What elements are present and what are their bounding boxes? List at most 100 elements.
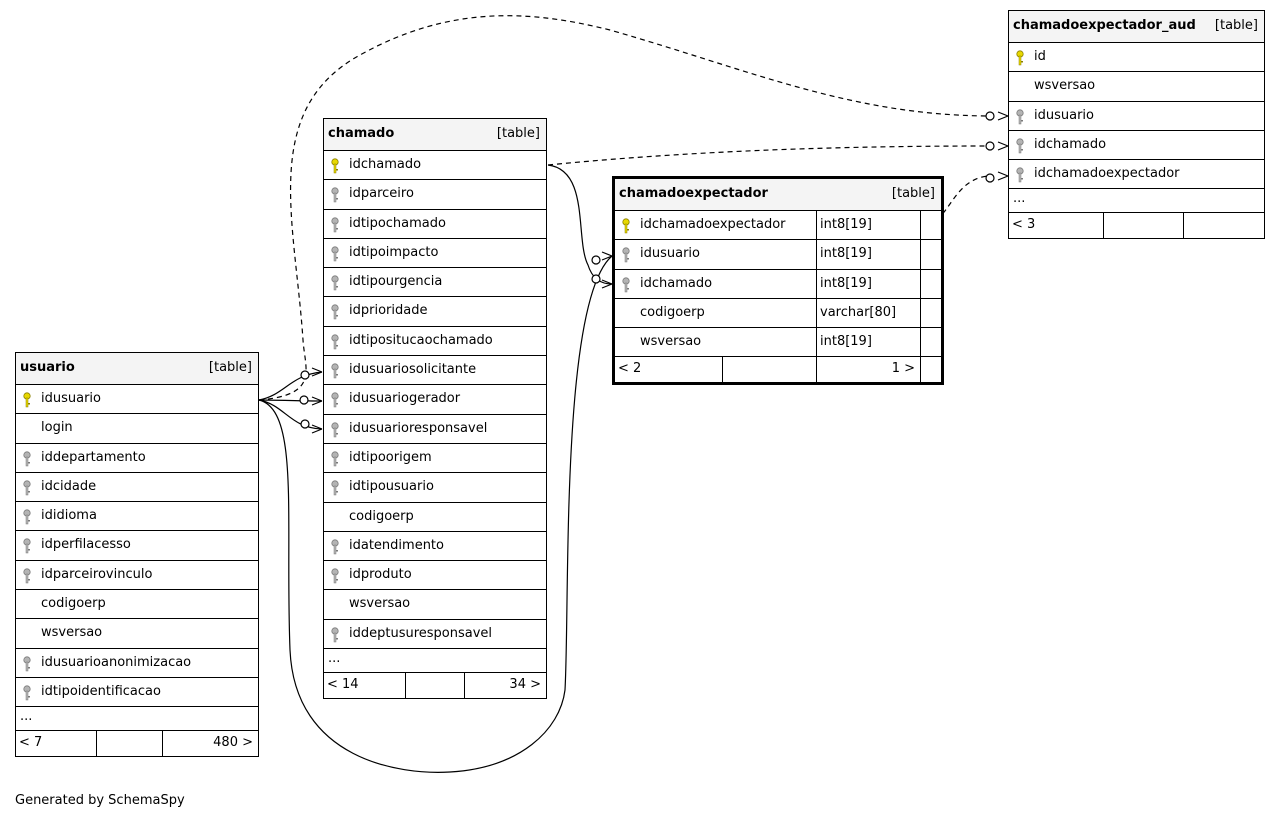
column-row[interactable]: idatendimento	[324, 532, 546, 562]
table-footer: < 14 34 >	[324, 673, 546, 699]
footer-blank	[1104, 213, 1184, 239]
column-type: int8[19]	[816, 269, 920, 298]
column-row[interactable]: idtipourgencia	[324, 268, 546, 298]
column-row[interactable]: idcidade	[16, 473, 258, 503]
column-row[interactable]: idusuariosolicitante	[324, 356, 546, 386]
column-row[interactable]: wsversao	[16, 619, 258, 649]
link-usuario-responsavel	[258, 399, 323, 430]
children-count: < 2	[615, 357, 723, 383]
table-type: [table]	[208, 360, 252, 375]
column-row[interactable]: id	[1009, 43, 1264, 73]
column-row[interactable]: codigoerp	[324, 503, 546, 532]
column-row[interactable]: idusuariogerador	[324, 385, 546, 415]
column-row[interactable]: wsversao	[324, 590, 546, 620]
column-row[interactable]: codigoerp varchar[80]	[615, 298, 941, 329]
link-usuario-solicitante	[258, 371, 323, 401]
link-expectador-aud	[919, 175, 989, 227]
footer-blank	[723, 357, 817, 383]
column-row[interactable]: idusuario int8[19]	[615, 240, 941, 270]
column-name: idparceirovinculo	[41, 566, 153, 582]
link-chamado-aud	[547, 145, 989, 166]
column-name: idproduto	[349, 567, 412, 583]
column-name: idtipositucaochamado	[349, 332, 493, 348]
column-name: idusuario	[41, 391, 101, 406]
column-name: login	[41, 420, 73, 436]
column-row[interactable]: idtipoimpacto	[324, 239, 546, 269]
column-row[interactable]: ididioma	[16, 502, 258, 532]
table-type: [table]	[891, 186, 935, 201]
column-row[interactable]: iddeptusuresponsavel	[324, 620, 546, 650]
table-name: chamadoexpectador_aud	[1013, 18, 1196, 33]
column-name: idtipoimpacto	[349, 244, 439, 260]
children-count: < 14	[324, 673, 406, 699]
column-name: idcidade	[41, 478, 97, 494]
column-name: idtipoidentificacao	[41, 683, 161, 699]
column-row[interactable]: idusuario	[1009, 102, 1264, 131]
table-header: chamadoexpectador [table]	[615, 179, 941, 211]
column-name: iddepartamento	[41, 449, 146, 465]
column-row[interactable]: idusuarioresponsavel	[324, 415, 546, 444]
table-chamadoexpectador[interactable]: chamadoexpectador [table] idchamadoexpec…	[612, 176, 944, 386]
link-chamado-expectador	[547, 164, 613, 285]
column-row[interactable]: idchamado	[324, 151, 546, 181]
column-row[interactable]: codigoerp	[16, 590, 258, 620]
column-name: idatendimento	[349, 537, 444, 553]
crowfoot-markers	[299, 111, 1009, 434]
more-columns: ...	[1009, 189, 1264, 214]
column-extra	[920, 328, 941, 357]
column-row[interactable]: idprioridade	[324, 297, 546, 327]
column-row[interactable]: login	[16, 414, 258, 444]
column-row[interactable]: idchamado	[1009, 131, 1264, 161]
table-chamadoexpectador-aud[interactable]: chamadoexpectador_aud [table] id wsversao…	[1008, 10, 1265, 240]
column-row[interactable]: idtipoorigem	[324, 444, 546, 474]
column-name: wsversao	[1034, 78, 1096, 94]
column-name: codigoerp	[640, 304, 705, 320]
column-row[interactable]: wsversao	[1009, 72, 1264, 102]
column-type: varchar[80]	[816, 298, 920, 328]
table-header: chamado [table]	[324, 119, 546, 151]
column-name: wsversao	[640, 334, 702, 350]
row-count: 34 >	[509, 677, 541, 693]
column-name: ididioma	[41, 508, 97, 524]
column-row[interactable]: iddepartamento	[16, 444, 258, 473]
column-row[interactable]: idparceirovinculo	[16, 561, 258, 591]
column-row[interactable]: idtipositucaochamado	[324, 327, 546, 357]
table-header: chamadoexpectador_aud [table]	[1009, 11, 1264, 43]
column-row[interactable]: idusuario	[16, 385, 258, 415]
footer-blank	[1184, 213, 1264, 238]
table-footer: < 7 480 >	[16, 731, 258, 757]
column-row[interactable]: idchamado int8[19]	[615, 269, 941, 299]
table-name: chamado	[328, 126, 395, 141]
column-type: int8[19]	[816, 240, 920, 269]
column-row[interactable]: idusuarioanonimizacao	[16, 649, 258, 678]
column-row[interactable]: idproduto	[324, 561, 546, 591]
column-name: idusuariogerador	[349, 391, 461, 407]
column-name: iddeptusuresponsavel	[349, 625, 493, 641]
column-name: idtipochamado	[349, 215, 446, 231]
table-header: usuario [table]	[16, 353, 258, 385]
column-name: codigoerp	[349, 508, 414, 524]
column-name: id	[1034, 49, 1046, 64]
column-row[interactable]: idchamadoexpectador	[1009, 160, 1264, 190]
row-count: 480 >	[213, 735, 253, 751]
column-row[interactable]: idtipochamado	[324, 210, 546, 239]
column-row[interactable]: idparceiro	[324, 180, 546, 210]
table-type: [table]	[1214, 18, 1258, 33]
table-type: [table]	[496, 126, 540, 141]
column-row[interactable]: idtipoidentificacao	[16, 678, 258, 708]
column-name: idchamado	[640, 275, 713, 291]
column-name: idusuario	[640, 246, 700, 262]
column-name: idusuario	[1034, 107, 1094, 123]
column-name: idtipourgencia	[349, 274, 443, 290]
column-extra	[920, 240, 941, 269]
column-row[interactable]: idtipousuario	[324, 473, 546, 503]
children-count: < 7	[16, 731, 97, 757]
column-row[interactable]: idperfilacesso	[16, 531, 258, 561]
table-usuario[interactable]: usuario [table] idusuario login iddepartam…	[15, 352, 259, 758]
column-extra	[920, 211, 941, 240]
row-count: 1 >	[817, 357, 921, 383]
link-usuario-aud	[258, 15, 989, 401]
